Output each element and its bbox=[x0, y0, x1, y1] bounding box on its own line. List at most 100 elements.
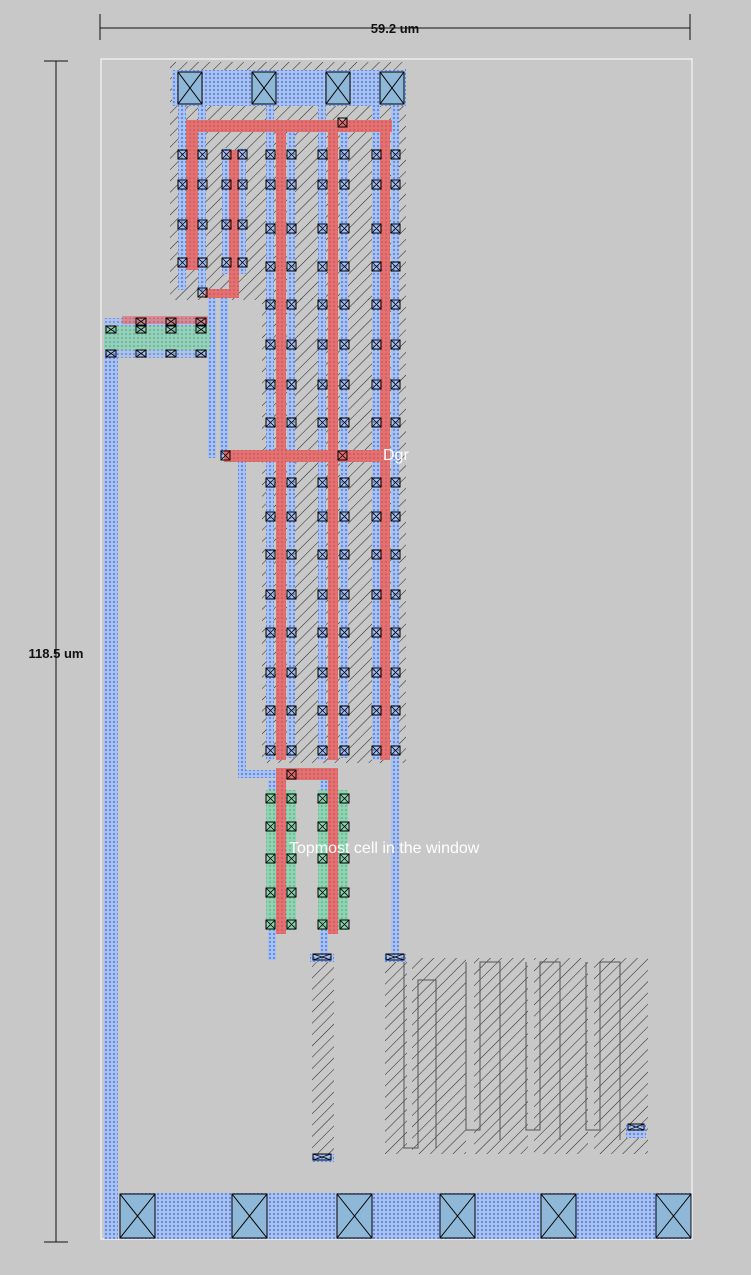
contact-cut bbox=[627, 1123, 645, 1131]
contact-cut bbox=[317, 477, 328, 488]
contact-cut-mark bbox=[317, 511, 328, 522]
contact-cut bbox=[286, 589, 297, 600]
contact-cut-mark bbox=[286, 261, 297, 272]
contact-cut-mark bbox=[286, 919, 297, 930]
power-contacts[interactable] bbox=[119, 71, 692, 1239]
contact-cut bbox=[339, 379, 350, 390]
contact-cut-mark bbox=[197, 257, 208, 268]
contact-cut bbox=[390, 745, 401, 756]
contact-cut-mark bbox=[390, 179, 401, 190]
contact-cut bbox=[317, 261, 328, 272]
contact-cut bbox=[339, 627, 350, 638]
contact-cut bbox=[237, 219, 248, 230]
contact-cut bbox=[312, 1153, 332, 1161]
contact-cut bbox=[371, 417, 382, 428]
contact-cut-mark bbox=[339, 261, 350, 272]
contact-cut-mark bbox=[371, 511, 382, 522]
contact-cut bbox=[286, 511, 297, 522]
small-contacts[interactable] bbox=[105, 117, 645, 1161]
contact-cut-mark bbox=[339, 821, 350, 832]
contact-cut-mark bbox=[135, 325, 147, 334]
contact-cut bbox=[339, 511, 350, 522]
contact-cut bbox=[286, 853, 297, 864]
contact-cut-mark bbox=[317, 667, 328, 678]
contact-cut bbox=[286, 549, 297, 560]
contact-cut bbox=[317, 821, 328, 832]
contact-cut-mark bbox=[177, 149, 188, 160]
contact-cut bbox=[195, 317, 207, 326]
contact-cut bbox=[221, 219, 232, 230]
contact-cut bbox=[197, 257, 208, 268]
contact-cut bbox=[339, 179, 350, 190]
contact-cut bbox=[286, 821, 297, 832]
contact-cut bbox=[317, 745, 328, 756]
contact-cut-mark bbox=[265, 223, 276, 234]
net-label-dgr[interactable]: Dgr bbox=[383, 447, 409, 464]
contact-cut-mark bbox=[390, 149, 401, 160]
contact-cut-mark bbox=[317, 299, 328, 310]
contact-cut bbox=[371, 667, 382, 678]
contact-cut bbox=[237, 149, 248, 160]
contact-cut-mark bbox=[371, 299, 382, 310]
contact-cut-mark bbox=[286, 223, 297, 234]
contact-cut bbox=[265, 627, 276, 638]
contact-cut bbox=[195, 325, 207, 334]
contact-cut-mark bbox=[339, 887, 350, 898]
contact-cut-mark bbox=[339, 589, 350, 600]
contact-cut-mark bbox=[339, 853, 350, 864]
contact-cut-mark bbox=[371, 477, 382, 488]
contact-cut-mark bbox=[237, 179, 248, 190]
contact-cut-mark bbox=[286, 745, 297, 756]
resistor-array bbox=[403, 961, 621, 1149]
contact-cut-mark bbox=[390, 745, 401, 756]
contact-cut-mark bbox=[286, 339, 297, 350]
contact-cut-mark bbox=[265, 299, 276, 310]
contact-cut bbox=[337, 117, 348, 128]
contact-cut bbox=[265, 179, 276, 190]
contact-cut-mark bbox=[286, 667, 297, 678]
contact-cut bbox=[390, 149, 401, 160]
contact-cut-mark bbox=[286, 149, 297, 160]
contact-cut bbox=[390, 179, 401, 190]
contact-cut-mark bbox=[197, 287, 208, 298]
contact-cut-mark bbox=[317, 549, 328, 560]
contact-cut bbox=[135, 325, 147, 334]
contact-cut-mark bbox=[371, 589, 382, 600]
contact-cut-mark bbox=[286, 627, 297, 638]
contact-cut-mark bbox=[195, 325, 207, 334]
contact-cut bbox=[390, 511, 401, 522]
contact-cut-mark bbox=[165, 349, 177, 358]
contact-cut-mark bbox=[317, 589, 328, 600]
contact-cut bbox=[385, 953, 405, 961]
cell-label[interactable]: Topmost cell in the window bbox=[289, 840, 480, 857]
contact-cut bbox=[371, 261, 382, 272]
contact-cut-mark bbox=[237, 257, 248, 268]
contact-cut-mark bbox=[265, 339, 276, 350]
contact-cut-mark bbox=[339, 793, 350, 804]
contact-cut-mark bbox=[339, 705, 350, 716]
contact-cut bbox=[317, 549, 328, 560]
contact-cut-mark bbox=[339, 919, 350, 930]
contact-cut-mark bbox=[177, 257, 188, 268]
contact-cut bbox=[339, 887, 350, 898]
contact-cut-mark bbox=[286, 417, 297, 428]
contact-cut bbox=[105, 349, 117, 358]
contact-cut-mark bbox=[286, 793, 297, 804]
contact-cut bbox=[317, 627, 328, 638]
contact-cut-mark bbox=[339, 179, 350, 190]
contact-cut-mark bbox=[265, 379, 276, 390]
contact-cut bbox=[265, 261, 276, 272]
contact-cut bbox=[317, 511, 328, 522]
contact-cut bbox=[312, 953, 332, 961]
poly-layer[interactable] bbox=[122, 120, 392, 934]
contact-cut bbox=[371, 379, 382, 390]
contact-cut bbox=[339, 339, 350, 350]
contact-cut bbox=[265, 299, 276, 310]
contact-cut-mark bbox=[339, 417, 350, 428]
contact-cut bbox=[286, 223, 297, 234]
contact-cut-mark bbox=[339, 299, 350, 310]
contact-cut bbox=[135, 317, 147, 326]
contact-cut-mark bbox=[135, 317, 147, 326]
contact-cut bbox=[317, 853, 328, 864]
